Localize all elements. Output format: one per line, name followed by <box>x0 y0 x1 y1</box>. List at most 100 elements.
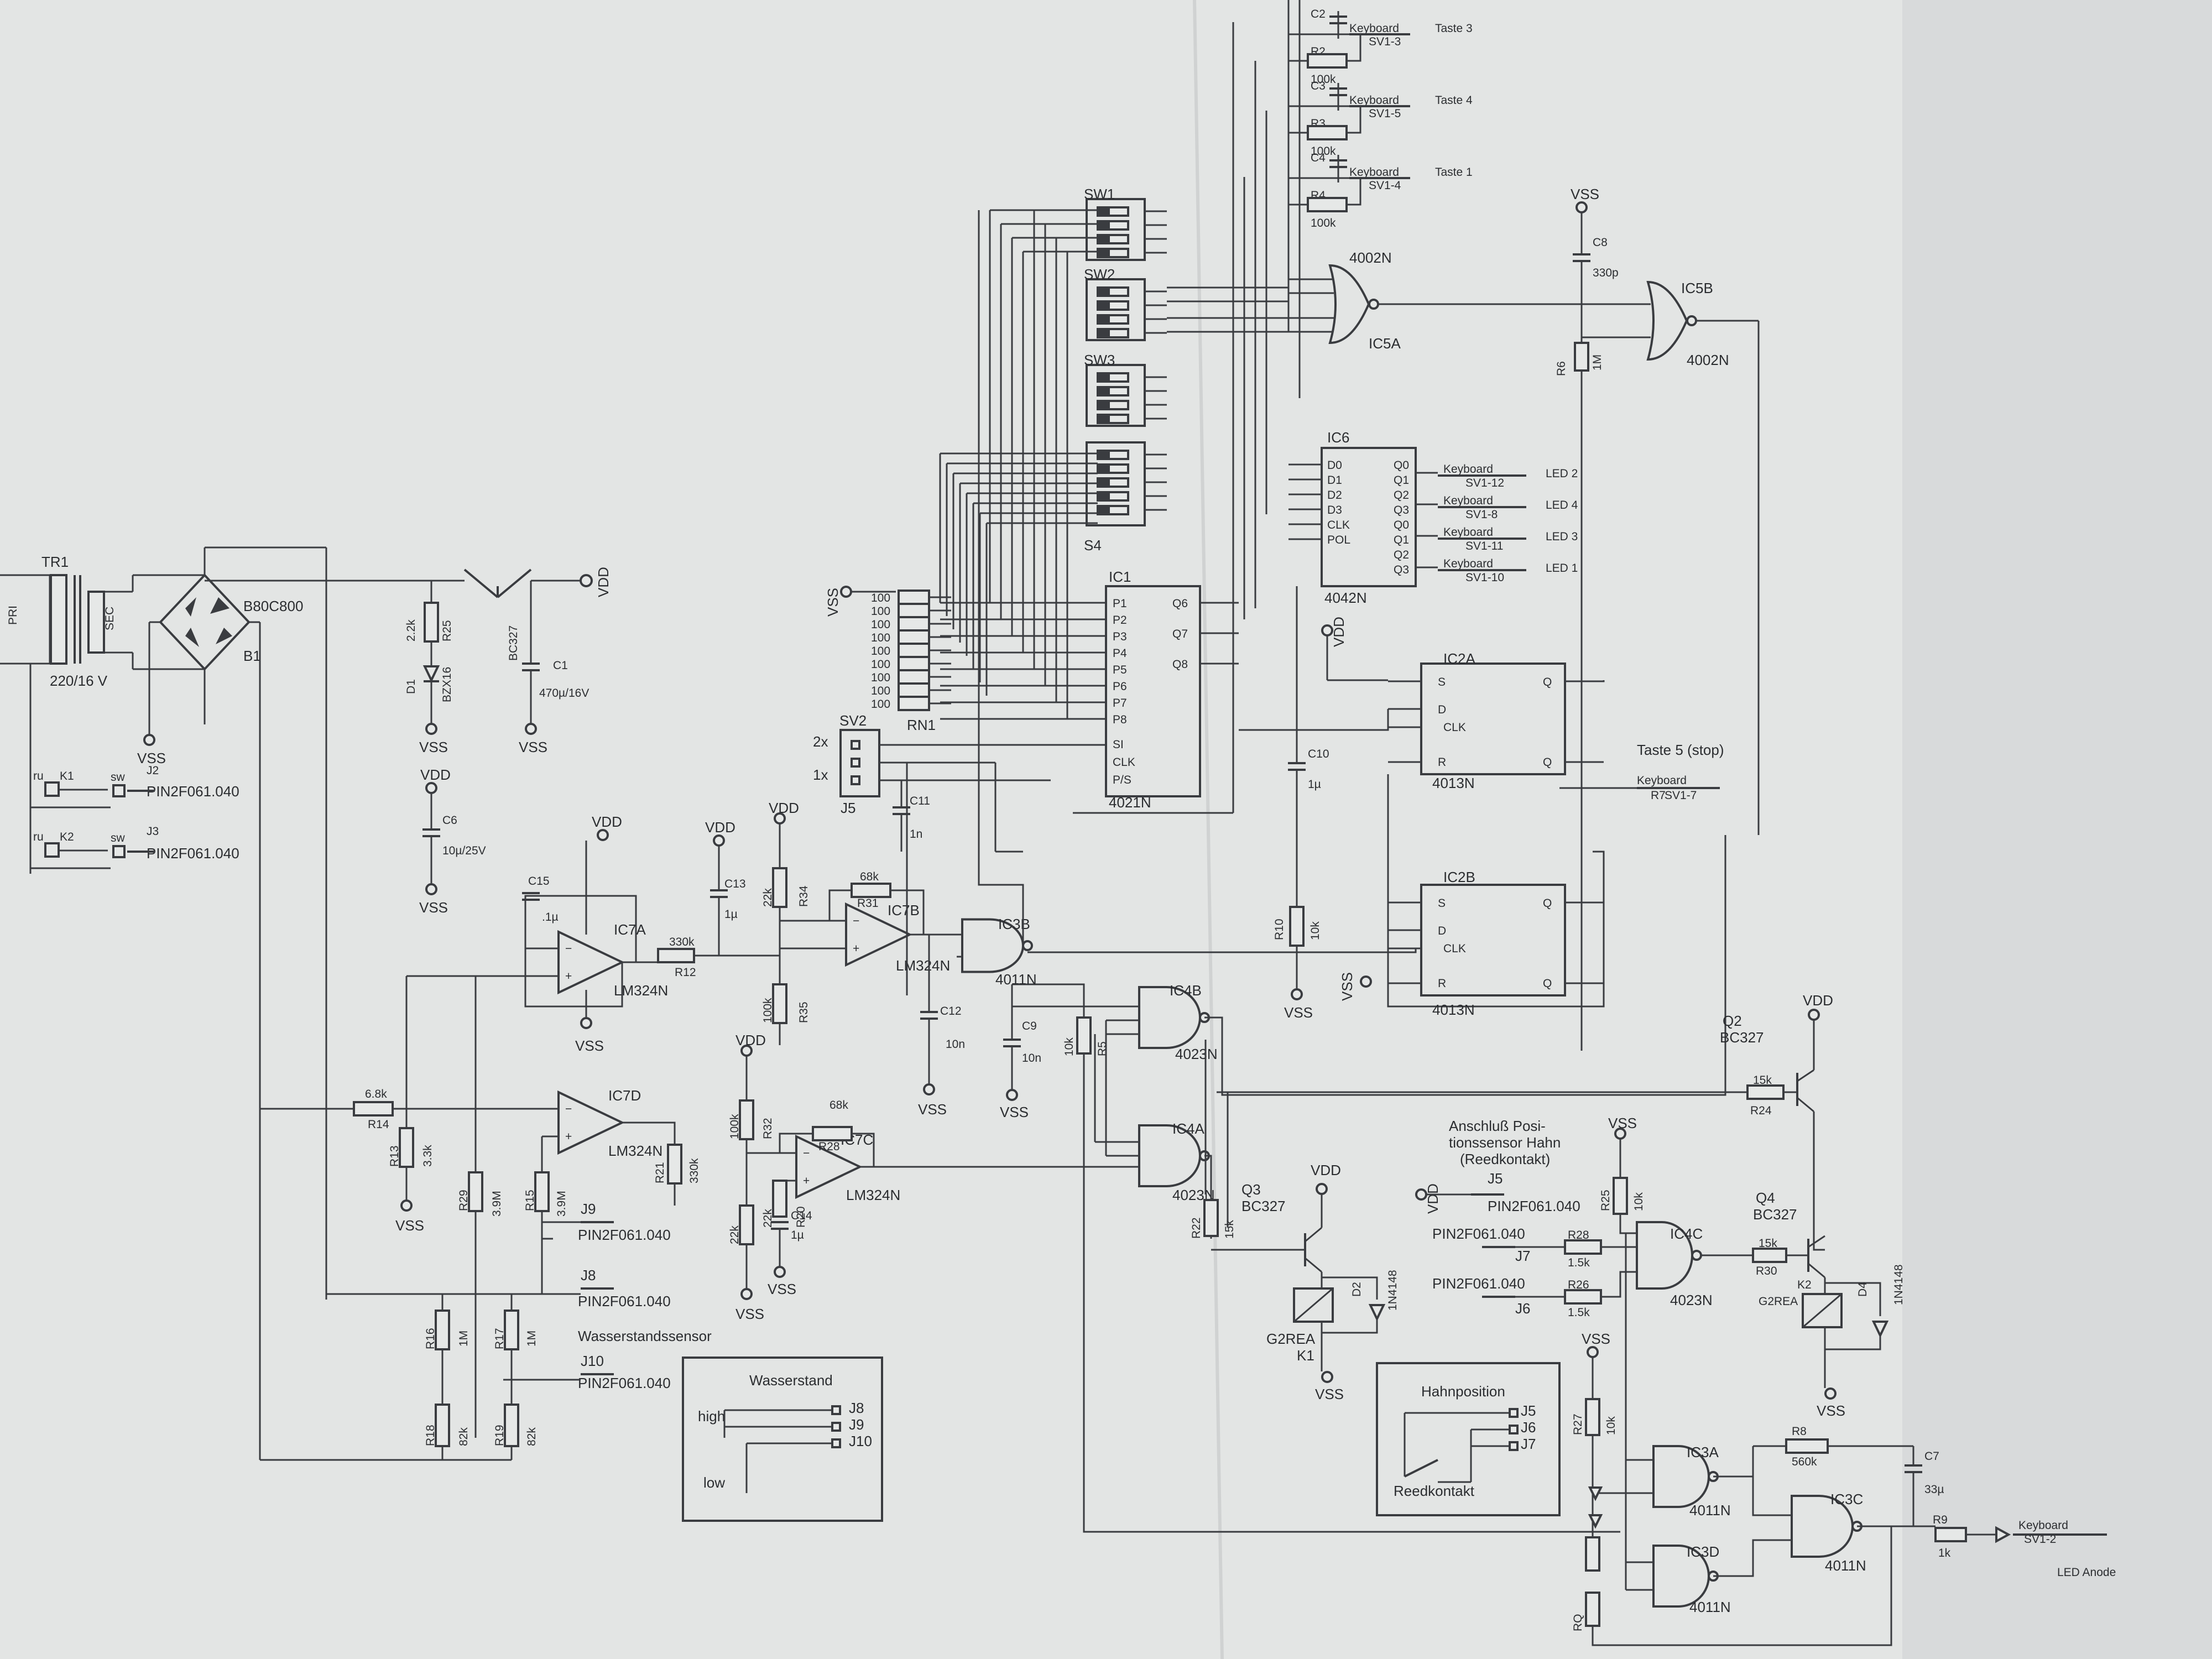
ic2a-part: 4013N <box>1432 775 1475 791</box>
vss-c14-label: VSS <box>768 1281 796 1297</box>
j9-label: J9 <box>581 1201 596 1217</box>
d2-label: D2 <box>1350 1282 1363 1297</box>
ic5b-label: IC5B <box>1681 280 1713 296</box>
ic5b-part: 4002N <box>1687 352 1729 368</box>
r29-val: 3.9M <box>491 1191 503 1217</box>
c1-val: 470µ/16V <box>539 687 589 700</box>
j3-sw: sw <box>111 832 126 844</box>
vss-k1-terminal <box>1321 1371 1333 1383</box>
r34-val: 22k <box>761 888 774 907</box>
j2-pin: PIN2F061.040 <box>147 783 239 800</box>
vss-r33-terminal <box>740 1288 753 1300</box>
c15-val: .1µ <box>542 911 559 924</box>
c8-label: C8 <box>1593 236 1608 249</box>
wire <box>828 889 852 921</box>
r10-val: 10k <box>1309 921 1322 940</box>
water-j9: J9 <box>849 1416 864 1433</box>
kb-key-2: Taste 1 <box>1435 166 1473 179</box>
c7-val: 33µ <box>1924 1483 1944 1496</box>
vss-c9-label: VSS <box>1000 1104 1029 1120</box>
opamp-section: −+IC7ALM324N−+IC7BLM324N−+IC7DLM324N−+IC… <box>557 902 950 1203</box>
valve-title: Hahnposition <box>1421 1383 1505 1400</box>
r14-val: 6.8k <box>365 1088 387 1100</box>
rn1-resistor-0 <box>898 589 930 605</box>
r32-res <box>739 1099 754 1140</box>
ic1-pin-p7: P7 <box>1113 697 1127 709</box>
d4-part: 1N4148 <box>1892 1264 1905 1305</box>
r10-label: R10 <box>1273 919 1286 940</box>
c6-label: C6 <box>442 814 457 827</box>
rn1-label: RN1 <box>907 717 936 733</box>
rn1-value-0: 100 <box>871 592 890 604</box>
j10-label: J10 <box>581 1353 604 1369</box>
water-j10: J10 <box>849 1433 872 1449</box>
valve-j7-label: J7 <box>1515 1248 1530 1264</box>
wire <box>1825 1335 1881 1350</box>
r17-label: R17 <box>493 1328 506 1349</box>
dip-slider-0-1 <box>1098 221 1110 229</box>
vdd-r34-terminal <box>774 812 786 825</box>
r9-res <box>1934 1527 1967 1542</box>
kb-connector-0: Keyboard <box>1349 22 1399 35</box>
ic1-pin-p4: P4 <box>1113 647 1127 660</box>
j5-label: J5 <box>841 800 855 816</box>
c8-val: 330p <box>1593 267 1619 279</box>
ic6-sv-0: SV1-12 <box>1465 477 1504 489</box>
r13-res <box>399 1127 414 1168</box>
ic1-pin-ctl-2: P/S <box>1113 774 1131 786</box>
dip-slider-3-2 <box>1098 478 1110 487</box>
dip-slider-3-0 <box>1098 451 1110 459</box>
q3-part: BC327 <box>1241 1198 1286 1214</box>
wire <box>1797 1097 1814 1113</box>
vdd-c6: VDD <box>420 766 451 783</box>
rectifier-label: B80C800 <box>243 598 303 614</box>
j2-sw: sw <box>111 771 126 784</box>
dip-slider-2-2 <box>1098 401 1110 409</box>
wire <box>779 1133 813 1153</box>
wire <box>978 719 1024 943</box>
r26-val: 1.5k <box>1568 1306 1590 1319</box>
d2-diode <box>1368 1304 1386 1322</box>
c1-label: C1 <box>553 659 568 672</box>
r16-val: 1M <box>457 1331 470 1347</box>
led-anode: LED Anode <box>2057 1566 2116 1579</box>
ic6-led-3: LED 1 <box>1546 562 1578 575</box>
vss-r13-label: VSS <box>395 1217 424 1234</box>
vss-c9-terminal <box>1006 1089 1018 1101</box>
opamp-ic7a-plus: + <box>565 970 572 983</box>
tr-rating: 220/16 V <box>50 672 108 689</box>
opamp-ic7a-minus: − <box>565 942 572 955</box>
wire <box>1808 1235 1825 1248</box>
r24-label: R24 <box>1750 1104 1772 1117</box>
vdd-c13-terminal <box>713 834 725 847</box>
rn1-value-1: 100 <box>871 605 890 618</box>
vdd-top: VDD <box>595 567 612 597</box>
r34-label: R34 <box>797 885 810 907</box>
r25b-val: 10k <box>1632 1192 1645 1211</box>
rn1-value-6: 100 <box>871 671 890 684</box>
c14-label: C14 <box>791 1209 812 1222</box>
r35-label: R35 <box>797 1001 810 1023</box>
ic6-sv-2: SV1-11 <box>1465 540 1504 552</box>
vss-c14-terminal <box>774 1266 786 1278</box>
ic3c-part: 4011N <box>1825 1557 1866 1574</box>
ic6-led-0: LED 2 <box>1546 467 1578 480</box>
r14-res <box>353 1101 394 1117</box>
kb-key-1: Taste 4 <box>1435 94 1473 107</box>
r24-res <box>1746 1084 1785 1100</box>
vss-c6: VSS <box>419 899 448 916</box>
ic5a-label: IC5A <box>1369 335 1401 352</box>
r12-res <box>657 948 695 963</box>
valve-j7: J7 <box>1521 1436 1536 1452</box>
c13-label: C13 <box>724 878 746 890</box>
ff-ic2a-body <box>1420 662 1566 775</box>
vdd-q3-terminal <box>1316 1183 1328 1195</box>
led-diode <box>1995 1526 2011 1543</box>
ff-ic2b-pin-2: CLK <box>1443 942 1466 955</box>
wire <box>1387 774 1605 1008</box>
